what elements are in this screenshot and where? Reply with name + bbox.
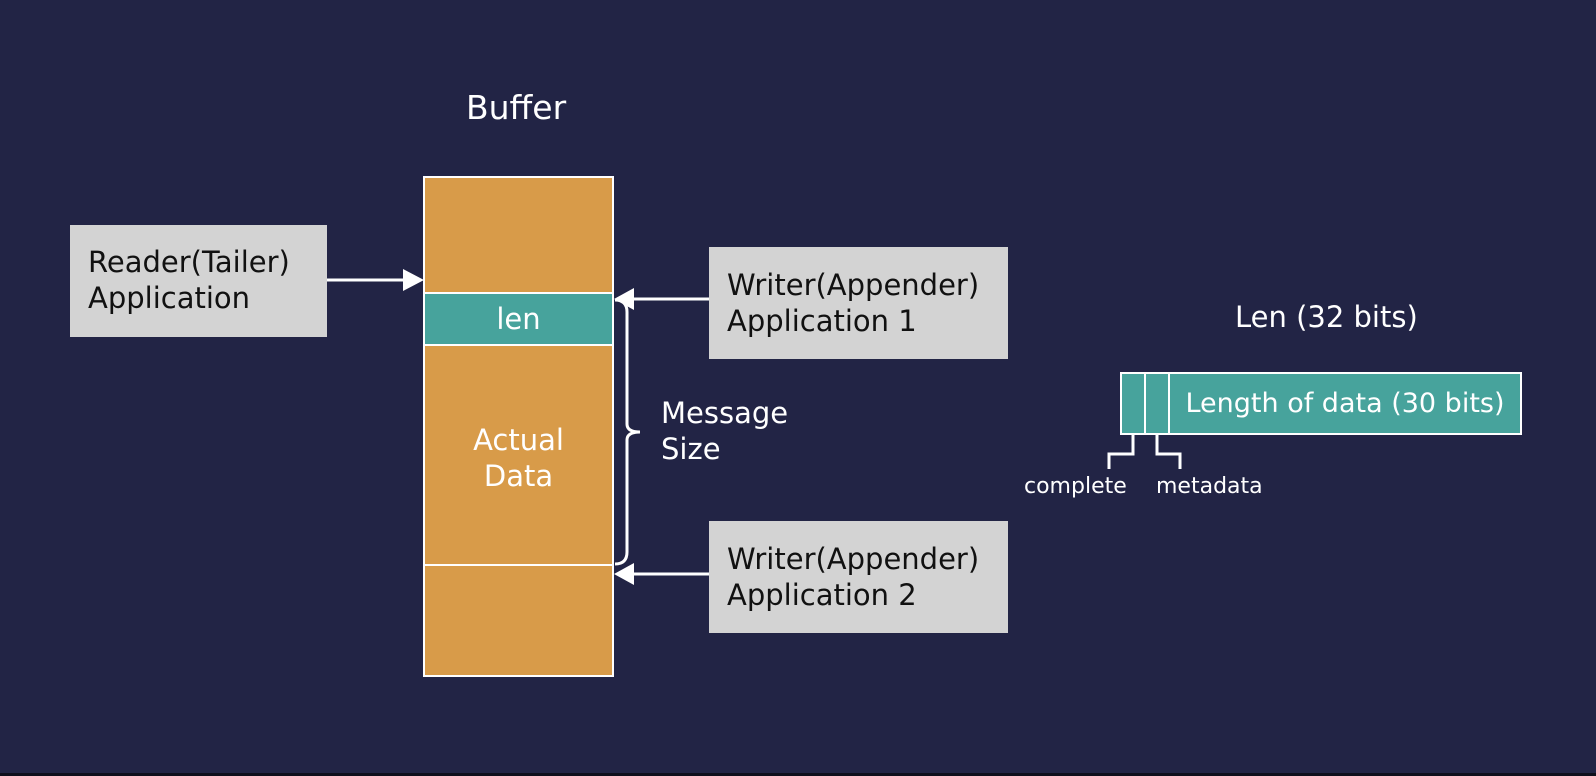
- writer2-label-line2: Application 2: [727, 578, 917, 612]
- buffer-free-bottom: [423, 564, 614, 677]
- metadata-bit-label: metadata: [1156, 474, 1263, 499]
- buffer-title: Buffer: [466, 88, 567, 127]
- buffer-data-label-line1: Actual: [473, 423, 564, 457]
- length-data-label: Length of data (30 bits): [1185, 388, 1505, 419]
- message-size-label: Message Size: [661, 395, 788, 467]
- message-size-line2: Size: [661, 432, 721, 466]
- writer-application-1-box: Writer(Appender) Application 1: [709, 247, 1008, 359]
- writer1-label-line2: Application 1: [727, 304, 917, 338]
- complete-bit-label: complete: [1024, 474, 1127, 499]
- buffer-free-top: [423, 176, 614, 294]
- metadata-bit-pointer: [1155, 435, 1182, 469]
- reader-arrow: [327, 269, 424, 291]
- writer1-label-line1: Writer(Appender): [727, 268, 980, 302]
- writer-application-2-box: Writer(Appender) Application 2: [709, 521, 1008, 633]
- length-data-cell: Length of data (30 bits): [1168, 372, 1522, 435]
- reader-label-line2: Application: [88, 281, 251, 315]
- message-size-brace: [614, 298, 641, 566]
- writer1-arrow: [614, 288, 709, 310]
- reader-label-line1: Reader(Tailer): [88, 245, 290, 279]
- buffer-actual-data: Actual Data: [423, 344, 614, 566]
- bottom-rule: [0, 773, 1596, 776]
- reader-application-box: Reader(Tailer) Application: [70, 225, 327, 337]
- buffer-data-label-line2: Data: [483, 459, 554, 493]
- buffer-len-label: len: [496, 302, 541, 336]
- writer2-label-line1: Writer(Appender): [727, 542, 980, 576]
- len-bits-title: Len (32 bits): [1235, 300, 1418, 334]
- complete-bit-pointer: [1107, 435, 1135, 469]
- message-size-line1: Message: [661, 396, 789, 430]
- writer2-arrow: [614, 563, 709, 585]
